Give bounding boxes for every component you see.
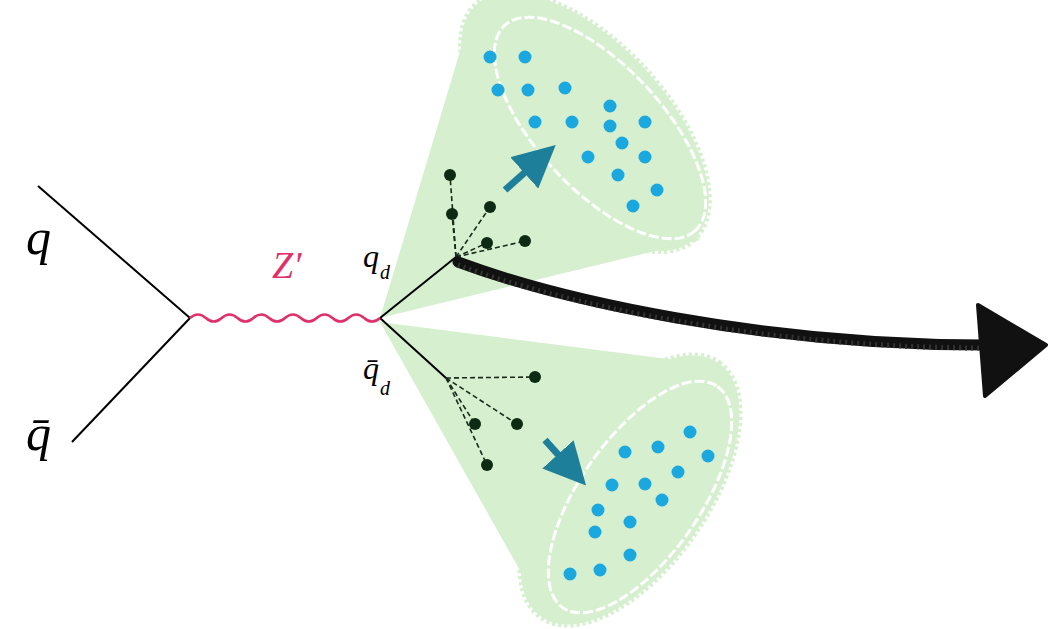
decay-arrows	[505, 159, 572, 470]
dark-antiquark-label: q̄	[363, 352, 379, 384]
z-prime-label: Z′	[272, 246, 301, 284]
dark-quark-label: q	[363, 240, 379, 272]
subscript-label: d	[380, 378, 390, 398]
upper-jet-cone	[380, 0, 753, 318]
z-prime-propagator	[190, 315, 380, 322]
missing-energy-arrow	[458, 262, 1046, 396]
quark-lines	[38, 186, 456, 442]
lower-jet-cone	[380, 318, 783, 629]
subscript-label: d	[380, 262, 390, 282]
antiquark-label: q̄	[26, 408, 51, 458]
dark-hadron-dots	[444, 169, 541, 471]
dark-hadron-emissions	[446, 175, 535, 465]
quark-label: q	[26, 212, 51, 262]
